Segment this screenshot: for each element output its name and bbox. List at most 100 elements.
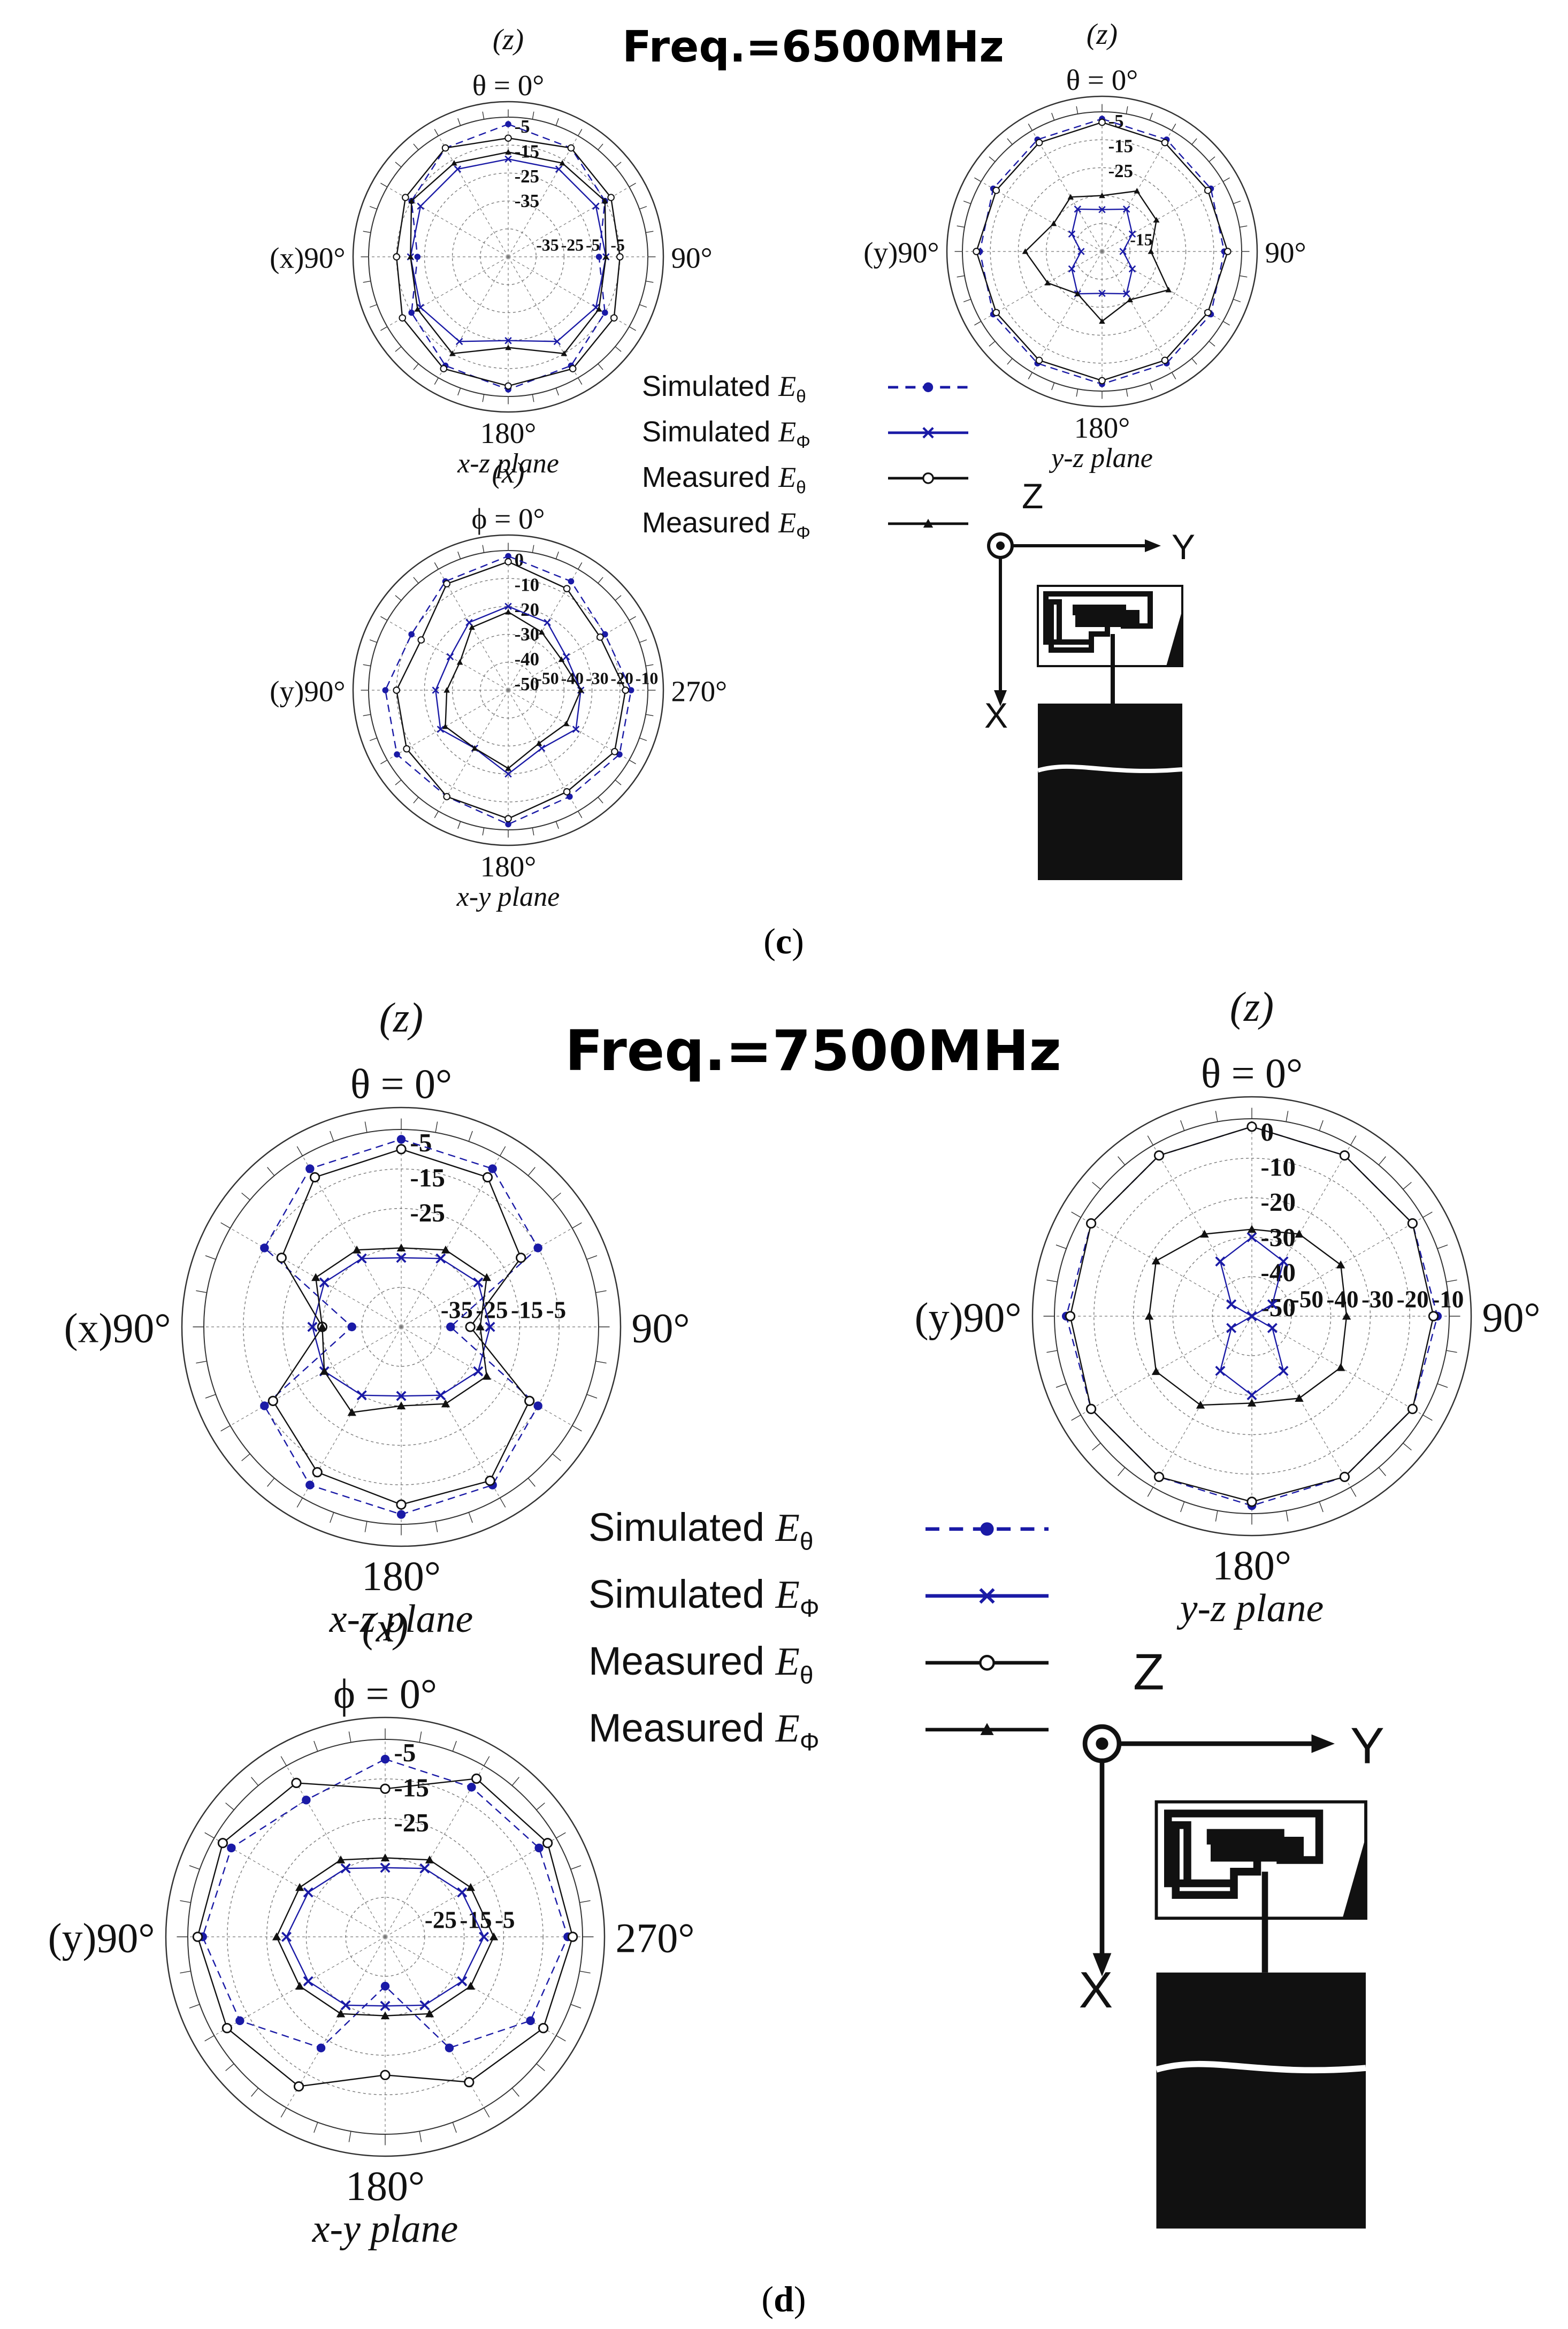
ring-label: -20	[1260, 1187, 1296, 1217]
zero-label: ϕ = 0°	[333, 1671, 437, 1717]
data-marker-triangle	[536, 740, 542, 746]
ring-label: -35	[515, 190, 539, 211]
angle-tick	[1028, 124, 1033, 131]
data-marker-triangle	[469, 624, 475, 630]
angle-tick	[225, 1803, 234, 1811]
angle-tick	[225, 2063, 234, 2071]
data-marker-triangle	[980, 1723, 994, 1735]
polar-plot-xy: -5-15-25-25-15-5(x)ϕ = 0°(y)90°270°180°x…	[48, 1605, 695, 2250]
series-simulated-e-	[198, 1754, 572, 2052]
legend-e: E	[775, 1707, 800, 1751]
angle-tick	[1446, 1350, 1457, 1353]
grid-spoke	[508, 690, 579, 812]
angle-tick	[313, 2122, 318, 2133]
angle-tick	[629, 326, 636, 331]
angle-tick	[363, 231, 371, 233]
data-marker-circle	[312, 1467, 323, 1478]
grid-ring	[424, 172, 593, 341]
data-marker-x	[1267, 1299, 1278, 1310]
data-marker-circle	[217, 1838, 228, 1849]
grid-spoke	[1081, 1217, 1252, 1317]
antenna-stub	[1075, 610, 1139, 627]
h-tick-label: -50	[536, 669, 559, 688]
data-marker-x	[340, 2000, 351, 2011]
h-tick-label: -25	[425, 1907, 457, 1934]
angle-tick	[1403, 1182, 1412, 1190]
angle-tick	[220, 1222, 231, 1229]
series-simulated-e-	[1215, 1232, 1289, 1401]
angle-tick	[639, 304, 647, 308]
zero-label: θ = 0°	[1201, 1050, 1303, 1096]
angle-tick	[1319, 1120, 1324, 1131]
data-marker-dot	[467, 1783, 476, 1792]
angle-tick	[457, 388, 461, 396]
axis-x-label: X	[984, 696, 1008, 735]
data-marker-triangle	[561, 350, 568, 356]
data-marker-x	[1122, 205, 1130, 213]
angle-tick	[1215, 1510, 1218, 1522]
data-marker-x	[979, 1588, 995, 1604]
data-marker-circle	[504, 382, 512, 390]
legend-label: Measured EΦ	[642, 507, 810, 543]
data-marker-x	[340, 1863, 351, 1874]
axis-name: (z)	[1087, 18, 1118, 50]
angle-tick	[196, 1290, 207, 1293]
left-label: (x)90°	[270, 241, 345, 274]
antenna-wedge	[1166, 610, 1182, 666]
data-marker-dot	[568, 578, 575, 585]
data-marker-triangle	[1099, 192, 1105, 198]
left-label: (y)90°	[915, 1295, 1022, 1341]
ring-label: -25	[1108, 161, 1133, 181]
angle-tick	[1171, 372, 1176, 379]
grid-ring	[1018, 167, 1187, 336]
data-marker-x	[473, 1277, 484, 1288]
data-marker-triangle	[380, 2011, 390, 2020]
h-tick-label: -5	[495, 1907, 515, 1934]
grid-spoke	[387, 620, 509, 691]
data-marker-dot	[595, 254, 602, 260]
grid-ring	[990, 139, 1214, 364]
angle-tick	[380, 759, 388, 765]
data-marker-dot	[533, 1401, 542, 1410]
data-marker-circle	[610, 314, 618, 322]
plane-label: x-z plane	[329, 1597, 473, 1640]
angle-tick	[380, 182, 388, 188]
angle-tick	[555, 551, 559, 559]
angle-tick	[267, 1478, 275, 1487]
angle-tick	[527, 1167, 536, 1176]
angle-tick	[552, 1453, 561, 1461]
angle-tick	[369, 304, 377, 308]
data-marker-triangle	[442, 723, 449, 729]
angle-tick	[586, 1255, 598, 1260]
data-marker-x	[1246, 1390, 1257, 1401]
ring-label: -50	[515, 674, 539, 694]
data-marker-circle	[402, 194, 409, 201]
angle-tick	[483, 1756, 490, 1766]
data-marker-x	[1119, 248, 1127, 255]
data-marker-triangle	[1144, 1311, 1154, 1320]
h-tick-label: -10	[1432, 1286, 1464, 1313]
angle-tick	[645, 664, 654, 667]
data-marker-triangle	[602, 254, 609, 259]
data-marker-x	[1215, 1256, 1226, 1267]
legend-e: E	[778, 370, 796, 402]
data-marker-circle	[267, 1395, 278, 1407]
axis-z-dot	[996, 541, 1005, 550]
data-marker-x	[419, 1863, 430, 1874]
data-marker-triangle	[489, 1932, 499, 1941]
axis-y-label: Y	[1350, 1717, 1385, 1774]
angle-tick	[1446, 1279, 1457, 1282]
polar-plot-xy: 0-10-20-30-40-50-50-40-30-20-10(x)ϕ = 0°…	[270, 456, 727, 912]
angle-tick	[348, 2131, 351, 2142]
data-marker-circle	[538, 2023, 549, 2034]
data-marker-triangle	[476, 1322, 485, 1331]
legend-label: Measured Eθ	[642, 461, 806, 498]
data-marker-dot	[382, 687, 389, 693]
data-marker-x	[454, 165, 462, 173]
data-marker-x	[465, 618, 473, 627]
angle-tick	[577, 811, 583, 818]
angle-tick	[629, 182, 636, 188]
angle-tick	[615, 346, 622, 352]
